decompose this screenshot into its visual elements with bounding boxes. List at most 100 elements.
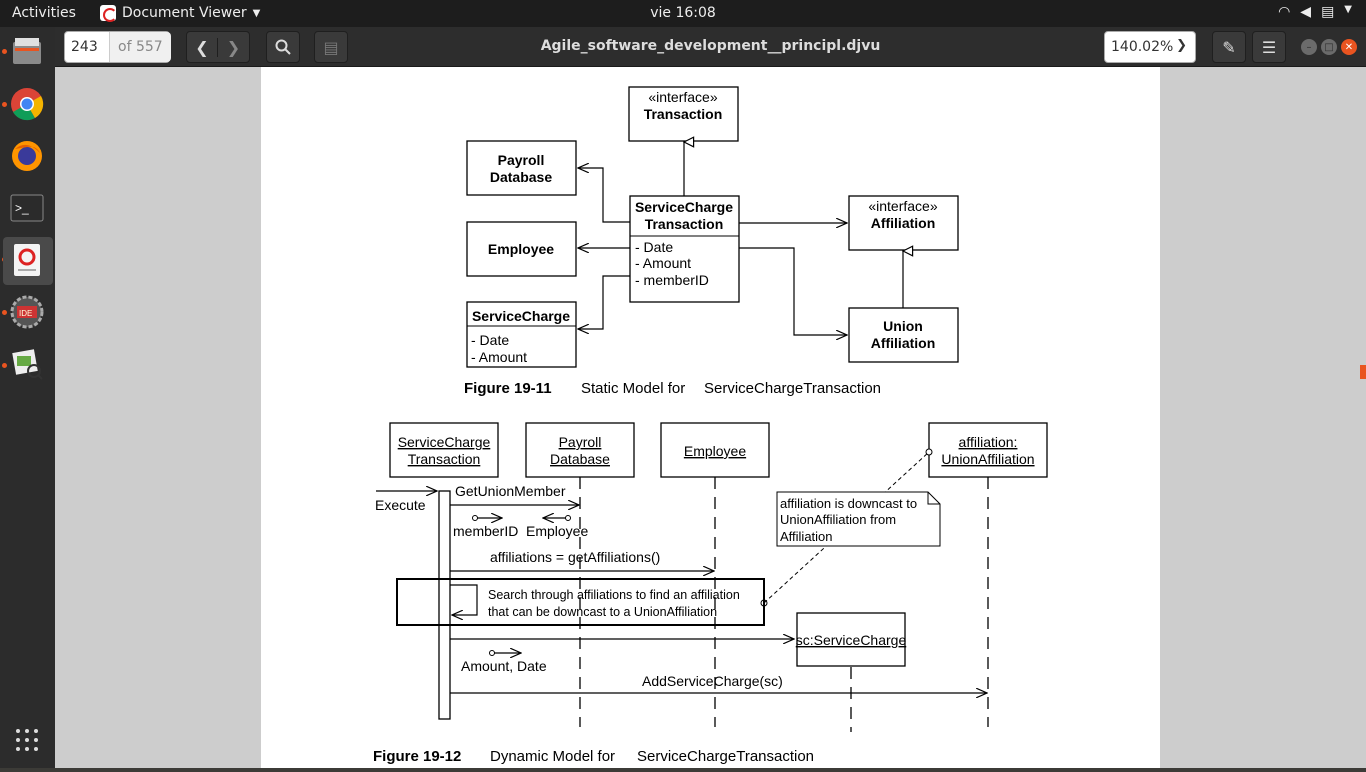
previous-page-button[interactable]: ❮ bbox=[187, 37, 219, 57]
svg-text:Figure 19-11: Figure 19-11 bbox=[464, 380, 552, 397]
image-viewer-icon[interactable] bbox=[8, 345, 46, 383]
scrollbar-indicator[interactable] bbox=[1360, 365, 1366, 379]
svg-text:- Date: - Date bbox=[471, 332, 509, 348]
figure-19-11-caption: Figure 19-11 Static Model for ServiceCha… bbox=[464, 380, 881, 397]
svg-text:Employee: Employee bbox=[684, 443, 746, 459]
app-menu[interactable]: Document Viewer ▼ bbox=[100, 5, 260, 22]
menu-button[interactable]: ☰ bbox=[1252, 31, 1286, 63]
close-button[interactable]: ✕ bbox=[1341, 39, 1357, 55]
note-connector bbox=[763, 451, 930, 604]
downcast-note: affiliation is downcast to UnionAffiliat… bbox=[776, 491, 941, 547]
app-grid-icon[interactable] bbox=[8, 721, 46, 759]
svg-text:Figure 19-12: Figure 19-12 bbox=[373, 748, 461, 765]
svg-text:- Amount: - Amount bbox=[471, 349, 527, 365]
app-name: Document Viewer bbox=[122, 5, 247, 21]
svg-text:Payroll: Payroll bbox=[559, 434, 602, 450]
lifeline-employee: Employee bbox=[660, 422, 770, 478]
document-view[interactable]: «interface» Transaction Payroll Database… bbox=[55, 67, 1366, 768]
employee-return-label: Employee bbox=[526, 523, 588, 539]
execute-label: Execute bbox=[375, 497, 426, 513]
loop-box bbox=[396, 578, 765, 626]
lifeline-servicecharge-transaction: ServiceCharge Transaction bbox=[389, 422, 499, 478]
current-page[interactable]: 243 bbox=[71, 39, 98, 55]
next-page-button[interactable]: ❯ bbox=[226, 37, 241, 57]
window-controls: – □ ✕ bbox=[1301, 39, 1357, 55]
terminal-icon[interactable]: >_ bbox=[8, 189, 46, 227]
member-id-label: memberID bbox=[453, 523, 518, 539]
svg-text:«interface»: «interface» bbox=[868, 198, 937, 214]
svg-text:>_: >_ bbox=[15, 201, 29, 215]
svg-text:ServiceCharge: ServiceCharge bbox=[472, 308, 570, 324]
svg-text:ServiceChargeTransaction: ServiceChargeTransaction bbox=[637, 748, 814, 765]
document-title: Agile_software_development__principl.djv… bbox=[540, 38, 881, 54]
svg-text:Affiliation: Affiliation bbox=[871, 335, 936, 351]
document-viewer-icon[interactable] bbox=[8, 241, 46, 279]
sequence-messages bbox=[376, 491, 987, 693]
top-bar: Activities Document Viewer ▼ vie 16:08 ◠… bbox=[0, 0, 1366, 27]
union-affiliation-class: Union Affiliation bbox=[848, 307, 959, 363]
svg-text:UnionAffiliation: UnionAffiliation bbox=[941, 451, 1034, 467]
page-number-input[interactable]: 243 of 557 bbox=[64, 31, 171, 63]
running-indicator bbox=[2, 49, 7, 54]
running-indicator bbox=[2, 102, 7, 107]
dock: >_ IDE bbox=[0, 27, 55, 768]
svg-text:«interface»: «interface» bbox=[648, 89, 717, 105]
chevron-down-icon: ▼ bbox=[1344, 4, 1352, 15]
svg-text:affiliation:: affiliation: bbox=[959, 434, 1018, 450]
loop-text-1: Search through affiliations to find an a… bbox=[488, 588, 740, 602]
zoom-value: 140.02% bbox=[1111, 39, 1174, 55]
payroll-database-class: Payroll Database bbox=[466, 140, 577, 196]
svg-text:sc:ServiceCharge: sc:ServiceCharge bbox=[796, 632, 907, 648]
javafx-ide-icon[interactable]: IDE bbox=[8, 293, 46, 331]
sidebar-button[interactable]: ▤ bbox=[314, 31, 348, 63]
amount-date-label: Amount, Date bbox=[461, 658, 547, 674]
firefox-icon[interactable] bbox=[8, 137, 46, 175]
activities-button[interactable]: Activities bbox=[12, 5, 76, 21]
svg-text:Database: Database bbox=[490, 169, 552, 185]
document-page: «interface» Transaction Payroll Database… bbox=[261, 67, 1160, 768]
chevron-down-icon: ❯ bbox=[1176, 38, 1187, 53]
svg-text:UnionAffiliation from: UnionAffiliation from bbox=[780, 512, 896, 527]
svg-text:ServiceCharge: ServiceCharge bbox=[635, 199, 733, 215]
servicecharge-object: sc:ServiceCharge bbox=[796, 612, 907, 667]
document-viewer-icon bbox=[100, 5, 117, 22]
svg-text:IDE: IDE bbox=[19, 309, 32, 318]
svg-text:Affiliation: Affiliation bbox=[780, 529, 833, 544]
page-nav-buttons: ❮ ❯ bbox=[186, 31, 250, 63]
svg-text:Transaction: Transaction bbox=[644, 106, 723, 122]
svg-text:- Amount: - Amount bbox=[635, 255, 691, 271]
transaction-interface: «interface» Transaction bbox=[628, 86, 739, 142]
svg-text:ServiceCharge: ServiceCharge bbox=[398, 434, 491, 450]
sidebar-icon: ▤ bbox=[323, 37, 339, 57]
lifeline-union-affiliation: affiliation: UnionAffiliation bbox=[928, 422, 1048, 478]
files-icon[interactable] bbox=[8, 32, 46, 70]
svg-text:ServiceChargeTransaction: ServiceChargeTransaction bbox=[704, 380, 881, 397]
figure-19-12-caption: Figure 19-12 Dynamic Model for ServiceCh… bbox=[373, 748, 814, 765]
total-pages: of 557 bbox=[109, 32, 171, 62]
annotate-icon: ✎ bbox=[1222, 37, 1236, 57]
svg-text:Union: Union bbox=[883, 318, 923, 334]
running-indicator bbox=[2, 310, 7, 315]
volume-icon: ◀ bbox=[1300, 4, 1312, 20]
svg-text:Database: Database bbox=[550, 451, 610, 467]
wifi-icon: ◠ bbox=[1278, 4, 1291, 20]
get-affiliations-label: affiliations = getAffiliations() bbox=[490, 549, 660, 565]
maximize-button[interactable]: □ bbox=[1321, 39, 1337, 55]
minimize-button[interactable]: – bbox=[1301, 39, 1317, 55]
servicecharge-transaction-class: ServiceCharge Transaction - Date - Amoun… bbox=[629, 195, 740, 303]
chrome-icon[interactable] bbox=[8, 85, 46, 123]
clock[interactable]: vie 16:08 bbox=[650, 5, 716, 21]
svg-text:Transaction: Transaction bbox=[408, 451, 481, 467]
system-tray[interactable]: ◠ ◀ ▤ ▼ bbox=[1278, 4, 1352, 20]
annotations-button[interactable]: ✎ bbox=[1212, 31, 1246, 63]
employee-class: Employee bbox=[466, 221, 577, 277]
page-content: «interface» Transaction Payroll Database… bbox=[373, 86, 1048, 765]
servicecharge-class: ServiceCharge - Date - Amount bbox=[466, 301, 577, 368]
svg-text:Payroll: Payroll bbox=[498, 152, 545, 168]
zoom-select[interactable]: 140.02% ❯ bbox=[1104, 31, 1196, 63]
svg-text:Transaction: Transaction bbox=[645, 216, 724, 232]
svg-text:Employee: Employee bbox=[488, 241, 554, 257]
activation-bar bbox=[438, 490, 451, 720]
search-button[interactable] bbox=[266, 31, 300, 63]
svg-text:- memberID: - memberID bbox=[635, 272, 709, 288]
